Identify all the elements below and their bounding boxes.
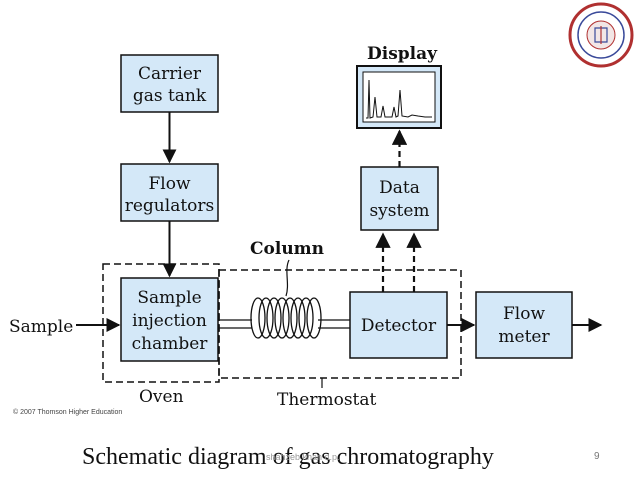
flow-regulators-label-1: Flow bbox=[148, 174, 190, 194]
sample-injection-label-2: injection bbox=[132, 311, 207, 331]
flow-meter-box bbox=[475, 291, 573, 359]
slide-caption: Schematic diagram of gas chromatography bbox=[82, 444, 494, 470]
flow-meter-label-1: Flow bbox=[503, 304, 545, 324]
flow-regulators-box bbox=[120, 163, 219, 222]
carrier-gas-tank-label-2: gas tank bbox=[133, 86, 207, 106]
column-label: Column bbox=[250, 239, 324, 259]
column-tubing bbox=[218, 319, 350, 329]
sample-injection-label-1: Sample bbox=[137, 288, 201, 308]
flow-regulators-label-2: regulators bbox=[125, 196, 215, 216]
watermark-text: shahzeb khan d.p. bbox=[266, 452, 340, 462]
oven-label: Oven bbox=[139, 387, 184, 407]
data-system-box bbox=[360, 166, 439, 231]
data-system-label-2: system bbox=[369, 201, 429, 221]
sample-injection-label-3: chamber bbox=[132, 334, 209, 354]
column-pointer bbox=[285, 259, 290, 297]
chromatogram-trace-icon bbox=[366, 79, 432, 119]
detector-label: Detector bbox=[361, 316, 437, 336]
college-seal-icon bbox=[568, 2, 634, 68]
thermostat-region bbox=[218, 269, 462, 379]
page-number: 9 bbox=[594, 451, 600, 462]
oven-region bbox=[102, 263, 220, 383]
display-label: Display bbox=[367, 44, 438, 64]
thermostat-label: Thermostat bbox=[277, 390, 377, 410]
detector-box bbox=[349, 291, 448, 359]
gc-schematic-diagram: Carrier gas tank Flow regulators Sample … bbox=[9, 44, 603, 410]
column-coil-icon bbox=[250, 297, 322, 339]
sample-injection-chamber-box bbox=[120, 277, 219, 362]
data-system-label-1: Data bbox=[379, 178, 420, 198]
carrier-gas-tank-label-1: Carrier bbox=[138, 64, 202, 84]
flow-meter-label-2: meter bbox=[498, 327, 550, 347]
copyright-text: © 2007 Thomson Higher Education bbox=[13, 409, 123, 416]
sample-input-label: Sample bbox=[9, 317, 73, 337]
